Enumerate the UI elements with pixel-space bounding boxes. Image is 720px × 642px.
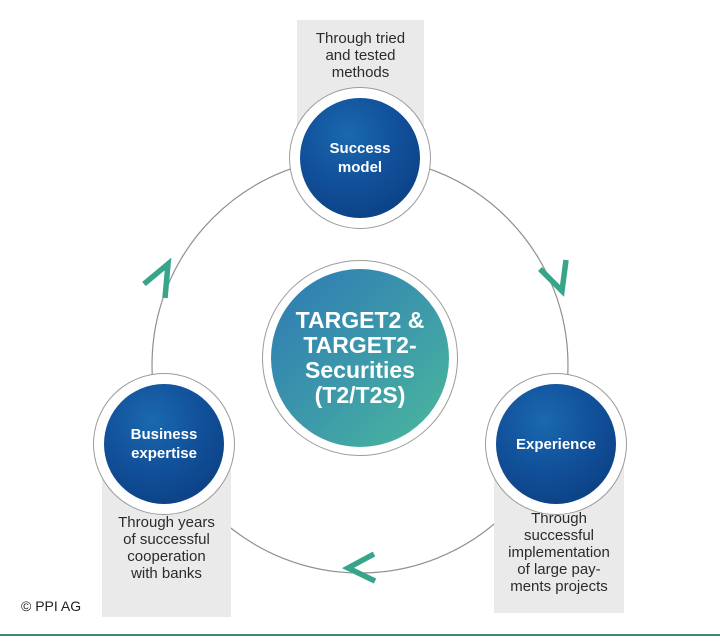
node-experience: Experience — [485, 373, 627, 515]
note-line: methods — [331, 64, 390, 81]
arrow-down-right-icon — [538, 259, 569, 297]
node-business-expertise-circle: Business expertise — [104, 384, 224, 504]
center-title-line: TARGET2 & — [295, 307, 425, 333]
copyright-text: © PPI AG — [21, 598, 82, 614]
note-line: of large pay- — [517, 561, 601, 578]
note-line: cooperation — [127, 548, 206, 565]
arrow-left-bottom-icon — [341, 551, 377, 584]
node-success-model-circle: Success model — [300, 98, 420, 218]
node-success-model: Success model — [289, 87, 431, 229]
node-label-line: Success — [329, 140, 391, 157]
node-label-line: Experience — [515, 435, 597, 453]
node-label-line: Business — [130, 426, 198, 443]
note-line: Through tried — [315, 30, 406, 47]
center-title-circle: TARGET2 & TARGET2- Securities (T2/T2S) — [271, 269, 449, 447]
note-line: successful — [523, 527, 595, 544]
center-title-line: (T2/T2S) — [314, 382, 406, 408]
note-line: implementation — [508, 544, 610, 561]
center-circle: TARGET2 & TARGET2- Securities (T2/T2S) — [262, 260, 458, 456]
note-line: with banks — [131, 565, 202, 582]
arrow-up-left-icon — [142, 257, 172, 299]
center-title-line: Securities — [305, 357, 415, 383]
node-experience-circle: Experience — [496, 384, 616, 504]
node-business-expertise: Business expertise — [93, 373, 235, 515]
node-label-line: expertise — [131, 445, 197, 462]
note-line: and tested — [325, 47, 396, 64]
note-line: ments projects — [510, 578, 608, 595]
center-title-line: TARGET2- — [303, 332, 417, 358]
node-label-line: model — [337, 159, 383, 176]
footer-accent-bar — [0, 634, 720, 636]
note-line: Through years — [118, 514, 215, 531]
note-line: of successful — [123, 531, 210, 548]
